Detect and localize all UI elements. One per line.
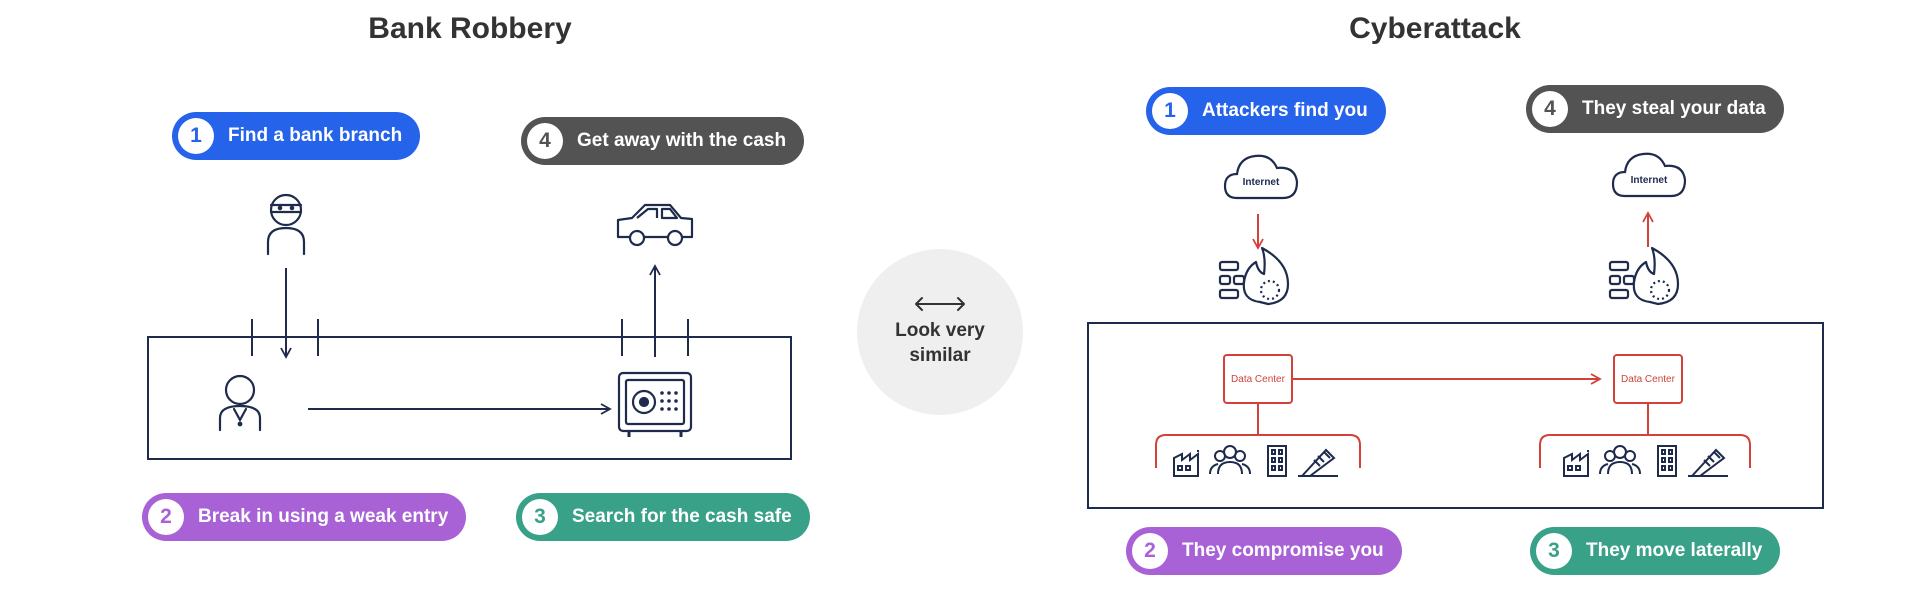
assets-cluster-left	[1173, 445, 1339, 477]
comparison-circle: Look very similar	[857, 249, 1023, 415]
step-label: Search for the cash safe	[572, 506, 792, 527]
step-1-find-branch: 1 Find a bank branch	[172, 112, 421, 160]
step-number: 4	[527, 123, 563, 159]
cyberattack-title: Cyberattack	[1349, 12, 1521, 45]
robber-icon	[266, 193, 306, 256]
step-2-compromise: 2 They compromise you	[1126, 527, 1402, 575]
cloud-label: Internet	[1243, 177, 1280, 188]
step-number: 1	[178, 118, 214, 154]
step-label: Find a bank branch	[228, 125, 403, 146]
step-number: 4	[1532, 91, 1568, 127]
bank-building-box	[147, 336, 792, 460]
step-3-search-safe: 3 Search for the cash safe	[516, 493, 810, 541]
step-label: Attackers find you	[1202, 100, 1368, 121]
step-4-get-away: 4 Get away with the cash	[521, 117, 805, 165]
data-center-label: Data Center	[1621, 374, 1676, 385]
step-number: 3	[1536, 533, 1572, 569]
step-label: They steal your data	[1582, 98, 1766, 119]
car-icon	[616, 203, 694, 247]
cyberattack-diagram: Internet Internet Data Center Data Cente…	[1087, 152, 1824, 509]
bank-robbery-title: Bank Robbery	[368, 12, 572, 45]
data-center-node: Data Center	[1223, 354, 1293, 404]
data-center-label: Data Center	[1231, 374, 1286, 385]
cloud-icon: Internet	[1611, 152, 1687, 198]
comparison-label: Look very similar	[895, 320, 985, 366]
step-2-break-in: 2 Break in using a weak entry	[142, 493, 467, 541]
step-number: 2	[148, 499, 184, 535]
step-3-move-laterally: 3 They move laterally	[1530, 527, 1781, 575]
safe-icon	[617, 371, 693, 437]
bank-robbery-diagram	[147, 193, 792, 460]
person-icon	[218, 374, 262, 432]
step-label: They compromise you	[1182, 540, 1384, 561]
step-label: Get away with the cash	[577, 130, 787, 151]
firewall-icon	[1218, 246, 1290, 306]
step-number: 2	[1132, 533, 1168, 569]
step-number: 1	[1152, 93, 1188, 129]
firewall-icon	[1608, 246, 1680, 306]
step-4-steal-data: 4 They steal your data	[1526, 85, 1784, 133]
data-center-node: Data Center	[1613, 354, 1683, 404]
cloud-label: Internet	[1631, 175, 1668, 186]
assets-cluster-right	[1563, 445, 1729, 477]
step-label: They move laterally	[1586, 540, 1763, 561]
step-number: 3	[522, 499, 558, 535]
cloud-icon: Internet	[1223, 154, 1299, 200]
double-arrow-icon	[915, 297, 965, 311]
step-label: Break in using a weak entry	[198, 506, 449, 527]
step-1-attackers-find: 1 Attackers find you	[1146, 87, 1386, 135]
network-box	[1087, 322, 1824, 509]
